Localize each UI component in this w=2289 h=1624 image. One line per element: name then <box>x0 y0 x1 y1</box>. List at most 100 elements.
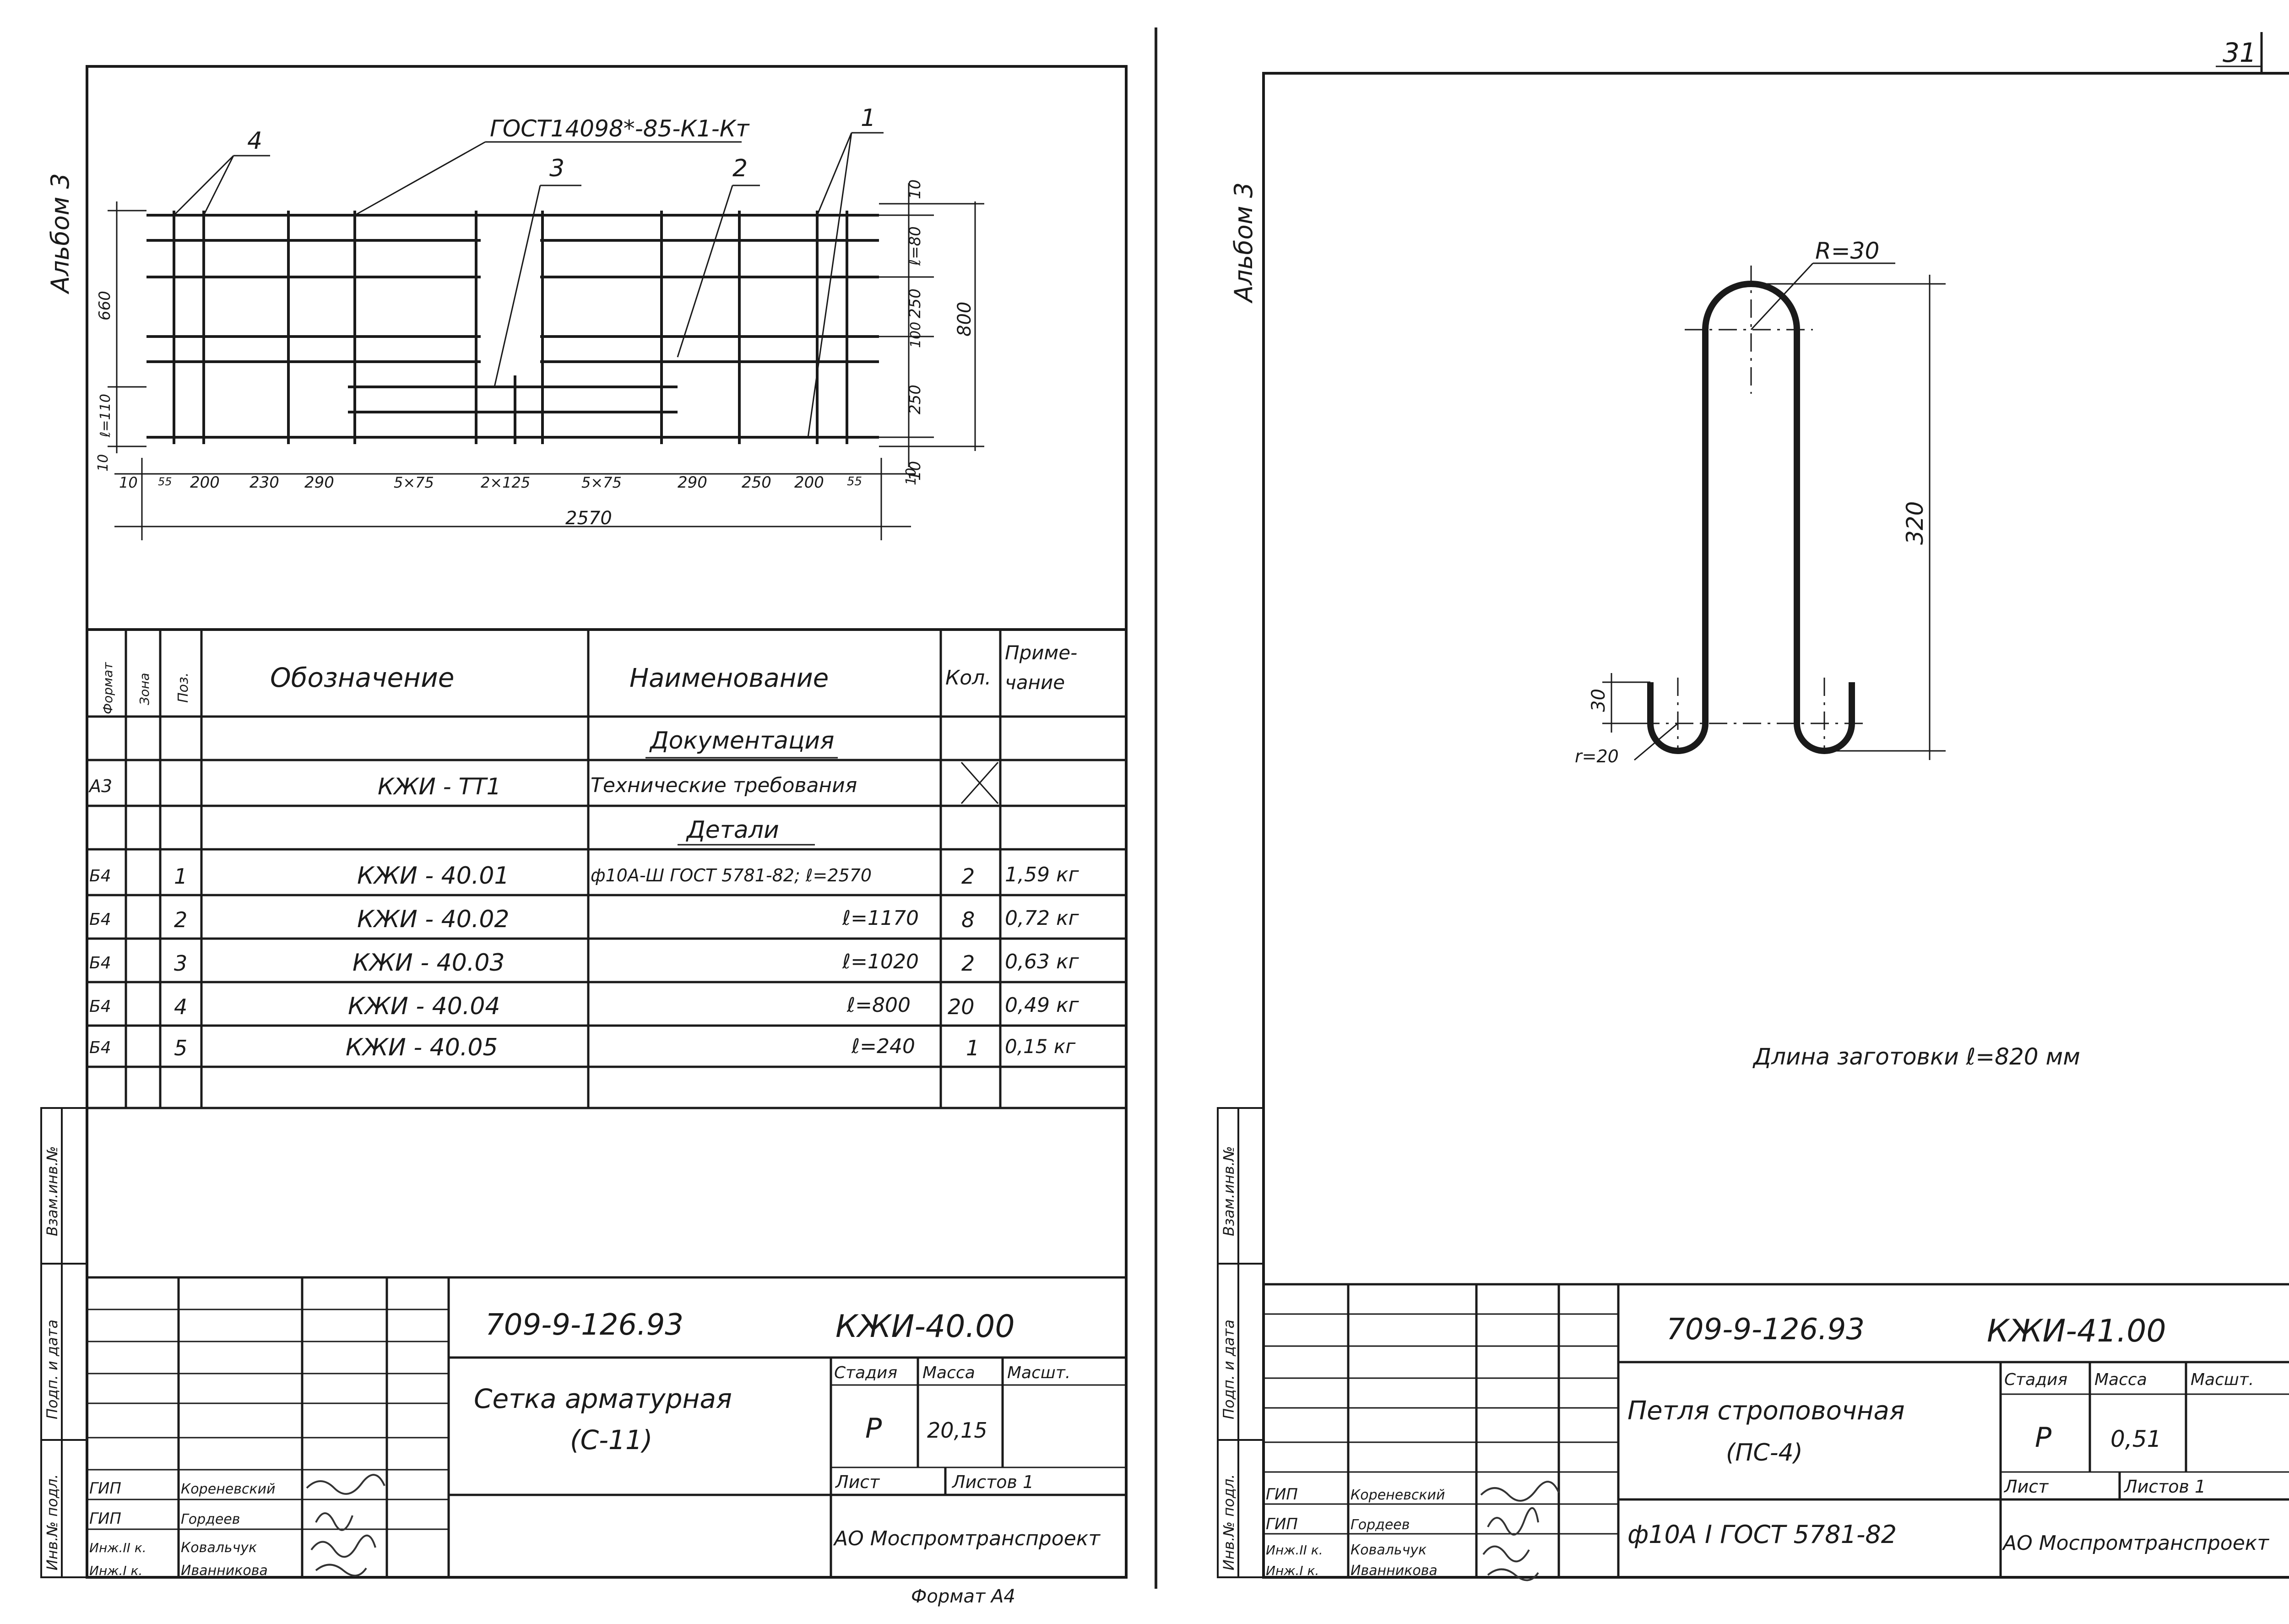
row5-qty: 1 <box>966 1036 979 1060</box>
right-scale-label: Масшт. <box>2191 1370 2254 1389</box>
left-dim-3: 660 <box>96 291 114 320</box>
hdr-qty: Кол. <box>945 666 991 690</box>
left-person-name-2: Гордеев <box>181 1511 240 1527</box>
left-scale-label: Масшт. <box>1007 1363 1070 1382</box>
row2-pos: 2 <box>174 907 187 932</box>
right-sheets-label: Листов 1 <box>2123 1477 2206 1497</box>
bottom-dim-1: 10 <box>119 474 138 491</box>
gost-label: ГОСТ14098*-85-К1-Кт <box>490 115 750 142</box>
left-frame <box>86 65 1128 1579</box>
row5-name: ℓ=240 <box>851 1035 915 1058</box>
right-drawing-code: КЖИ-41.00 <box>1987 1313 2166 1349</box>
left-title-block <box>87 1276 1126 1577</box>
right-person-role-4: Инж.I к. <box>1266 1563 1319 1578</box>
bottom-dim-11: 200 <box>794 473 824 492</box>
right-person-role-2: ГИП <box>1266 1515 1298 1533</box>
section-documentation: Документация <box>649 727 834 755</box>
row3-format: Б4 <box>89 954 111 972</box>
right-title-line2: (ПС-4) <box>1726 1439 1803 1466</box>
right-side-label-3: Инв.№ подл. <box>1220 1474 1237 1570</box>
right-mass-label: Масса <box>2094 1370 2147 1389</box>
row5-note: 0,15 кг <box>1005 1035 1076 1058</box>
row4-designation: КЖИ - 40.04 <box>348 993 500 1020</box>
row0-designation: КЖИ - ТТ1 <box>378 773 501 800</box>
right-side-label-2: Подп. и дата <box>1220 1320 1237 1419</box>
left-person-role-1: ГИП <box>89 1479 121 1498</box>
row1-designation: КЖИ - 40.01 <box>357 862 510 890</box>
right-dim-4: 100 <box>908 322 924 348</box>
right-frame <box>1262 72 2289 1579</box>
left-sheet <box>40 65 1128 1579</box>
left-org: АО Моспромтранспроект <box>833 1527 1101 1550</box>
left-side-label-3: Инв.№ подл. <box>43 1474 61 1570</box>
right-person-name-2: Гордеев <box>1351 1517 1410 1533</box>
right-org: АО Моспромтранспроект <box>2002 1532 2269 1555</box>
page-number: 31 <box>2223 37 2256 68</box>
row5-format: Б4 <box>89 1038 111 1057</box>
left-title-line2: (С-11) <box>570 1424 653 1456</box>
bottom-dim-3: 200 <box>190 473 220 492</box>
bottom-dim-4: 230 <box>250 473 279 492</box>
loop-height-dim: 320 <box>1902 501 1928 545</box>
left-dim-1: 10 <box>95 454 111 472</box>
right-dim-6: 10 <box>906 461 924 481</box>
hdr-note-2: чание <box>1005 671 1065 694</box>
overall-height-dim: 800 <box>954 302 975 337</box>
right-person-role-1: ГИП <box>1266 1485 1298 1504</box>
right-mass: 0,51 <box>2110 1426 2161 1452</box>
row5-pos: 5 <box>174 1036 187 1060</box>
row1-pos: 1 <box>174 864 187 889</box>
blank-length-note: Длина заготовки ℓ=820 мм <box>1752 1043 2080 1070</box>
left-person-name-1: Кореневский <box>181 1481 276 1497</box>
right-side-label-1: Взам.инв.№ <box>1220 1146 1237 1236</box>
loop-leg-dim: 30 <box>1588 689 1609 712</box>
hdr-pos: Поз. <box>175 673 191 703</box>
right-person-role-3: Инж.II к. <box>1266 1543 1323 1558</box>
bottom-dim-2: 55 <box>158 475 172 488</box>
left-sheets-label: Листов 1 <box>951 1472 1034 1492</box>
bottom-dim-13: 10 <box>903 468 919 485</box>
left-title-line1: Сетка арматурная <box>474 1383 732 1414</box>
overall-width-dim: 2570 <box>565 508 612 529</box>
section-details: Детали <box>686 816 779 844</box>
left-person-role-3: Инж.II к. <box>89 1540 146 1555</box>
right-album-label: Альбом 3 <box>1229 182 1258 304</box>
row3-pos: 3 <box>174 951 187 976</box>
spec-table <box>87 630 1126 1109</box>
right-person-name-4: Иванникова <box>1351 1563 1437 1579</box>
right-dim-3: 250 <box>906 288 924 318</box>
row1-name: ф10А-Ш ГОСТ 5781-82; ℓ=2570 <box>591 865 872 885</box>
left-side-label-1: Взам.инв.№ <box>43 1146 61 1236</box>
left-mass: 20,15 <box>927 1418 987 1443</box>
right-stage: Р <box>2035 1422 2052 1454</box>
hdr-zone: Зона <box>137 673 152 705</box>
row1-format: Б4 <box>89 867 111 885</box>
row2-format: Б4 <box>89 910 111 929</box>
hdr-format: Формат <box>100 662 115 714</box>
right-sheet-label: Лист <box>2003 1477 2049 1497</box>
row4-note: 0,49 кг <box>1005 994 1079 1017</box>
left-person-role-4: Инж.I к. <box>89 1563 142 1578</box>
row0-format: А3 <box>88 776 112 796</box>
left-side-label-2: Подп. и дата <box>43 1320 61 1419</box>
right-dim-1: 10 <box>906 179 924 199</box>
format-note: Формат А4 <box>911 1586 1015 1607</box>
left-dim-2: ℓ=110 <box>98 394 114 438</box>
row2-qty: 8 <box>961 907 975 932</box>
left-drawing-code: КЖИ-40.00 <box>835 1309 1015 1345</box>
right-material: ф10А I ГОСТ 5781-82 <box>1627 1520 1897 1549</box>
bottom-dim-6: 5×75 <box>394 474 434 491</box>
bottom-dim-8: 5×75 <box>581 474 622 491</box>
right-dim-2: ℓ=80 <box>906 226 924 266</box>
right-title-line1: Петля строповочная <box>1627 1396 1905 1426</box>
row4-pos: 4 <box>174 994 187 1019</box>
right-project-number: 709-9-126.93 <box>1666 1313 1865 1347</box>
left-stage-label: Стадия <box>834 1363 897 1382</box>
right-person-name-1: Кореневский <box>1351 1487 1445 1503</box>
left-sheet-label: Лист <box>835 1472 880 1492</box>
right-signatures <box>1480 1481 1560 1581</box>
row3-note: 0,63 кг <box>1005 950 1079 973</box>
row4-name: ℓ=800 <box>846 994 911 1017</box>
left-project-number: 709-9-126.93 <box>485 1308 683 1342</box>
row2-designation: КЖИ - 40.02 <box>357 906 510 933</box>
